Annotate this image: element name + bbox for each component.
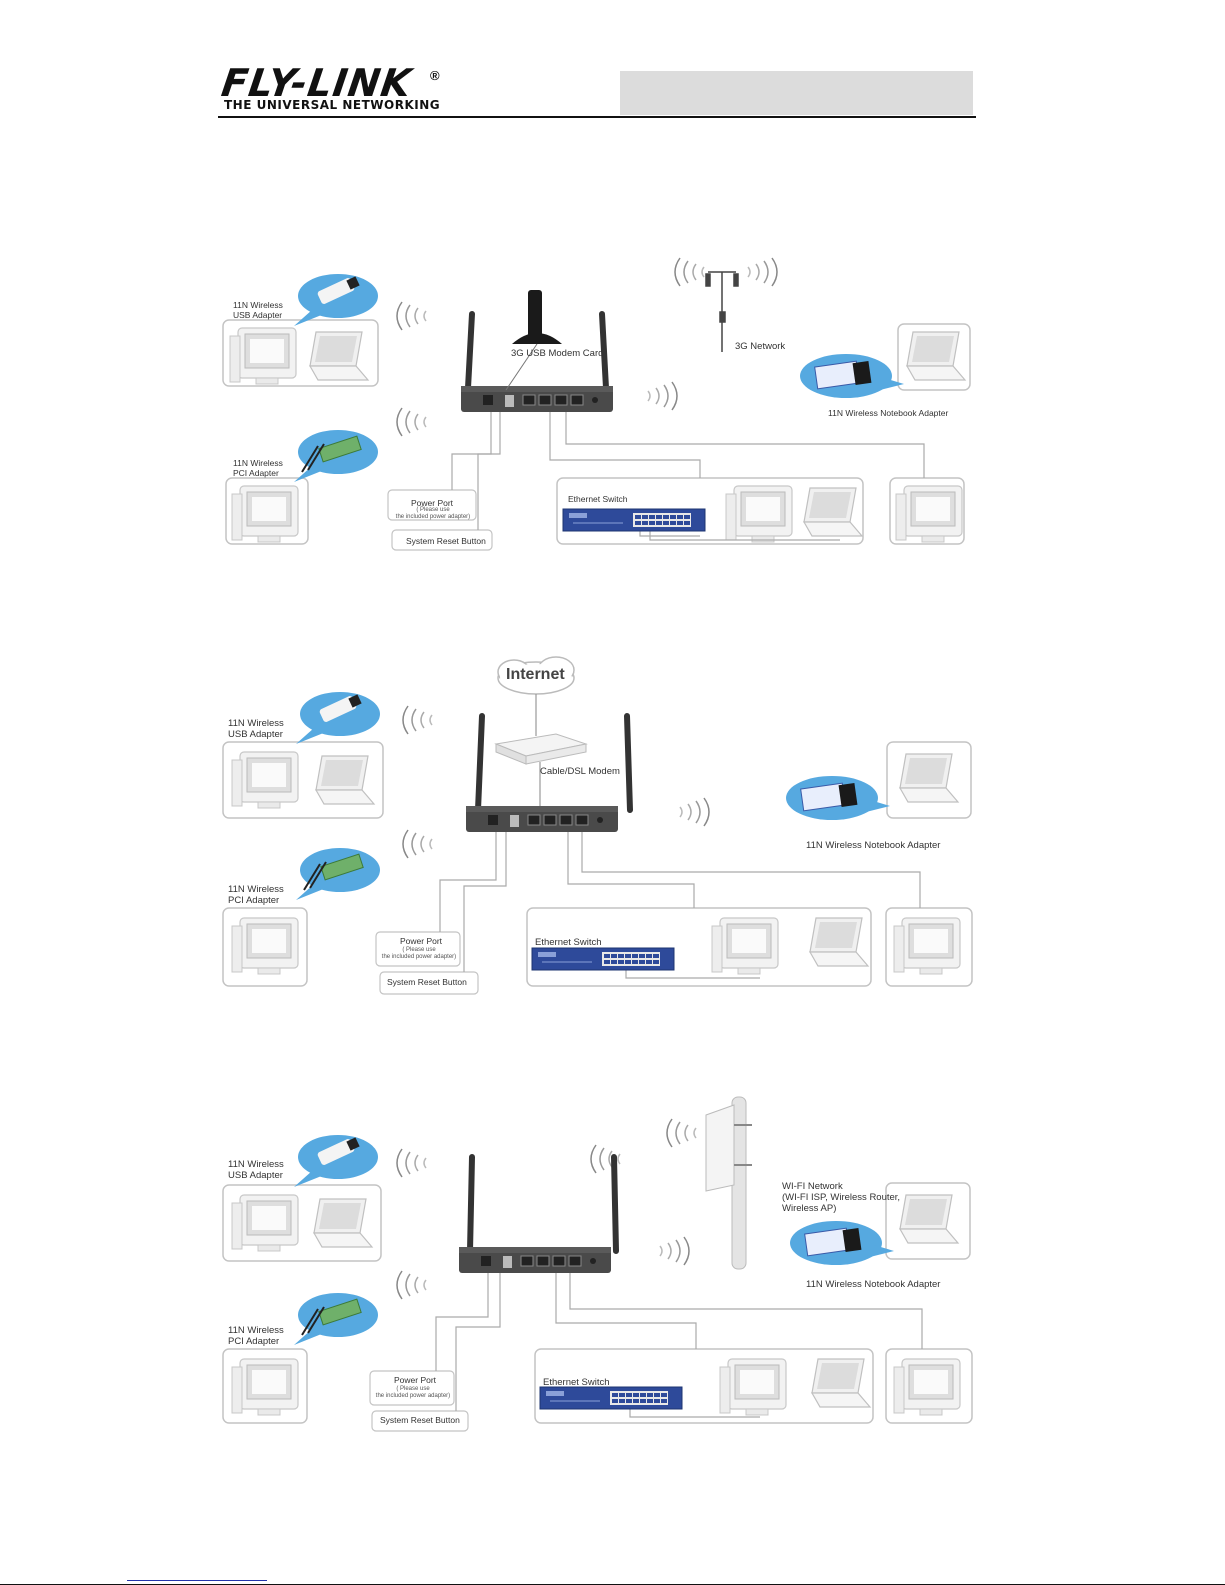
power-port-note: ( Please use the included power adapter) xyxy=(381,947,457,960)
power-port-label: Power Port xyxy=(400,936,443,946)
power-port-note: ( Please use the included power adapter) xyxy=(375,1386,451,1399)
router-icon xyxy=(460,385,614,413)
notebook-card-icon xyxy=(799,353,905,399)
diagram-cable-dsl: Internet 11N Wireless USB Adapter 11N Wi… xyxy=(0,650,1225,1010)
tower-icon xyxy=(705,1096,752,1270)
diagram-wifi-isp: 11N Wireless USB Adapter 11N Wireless PC… xyxy=(0,1095,1225,1440)
header-gray-box xyxy=(620,71,973,115)
pc-icon xyxy=(895,485,963,543)
router-icon xyxy=(458,1246,612,1274)
switch-label: Ethernet Switch xyxy=(543,1377,610,1388)
network-label: WI-FI Network (WI-FI ISP, Wireless Route… xyxy=(782,1181,901,1214)
modem-label: Cable/DSL Modem xyxy=(540,766,620,777)
usb-adapter-label: 11N Wireless USB Adapter xyxy=(233,300,283,320)
network-label: 3G Network xyxy=(735,341,786,352)
modem-icon xyxy=(494,733,588,765)
pci-adapter-label: 11N Wireless PCI Adapter xyxy=(228,884,284,906)
signal-waves-icon xyxy=(674,257,705,287)
signal-waves-icon xyxy=(647,381,678,411)
notebook-adapter-label: 11N Wireless Notebook Adapter xyxy=(806,1279,941,1290)
uplink-label: 3G USB Modem Card xyxy=(511,348,604,359)
usb-adapter-icon xyxy=(294,274,378,326)
reset-label: System Reset Button xyxy=(387,977,467,987)
reset-label: System Reset Button xyxy=(406,536,486,546)
diagram-3g: 11N Wireless USB Adapter 11N Wireless PC… xyxy=(0,240,1225,560)
signal-waves-icon xyxy=(747,257,778,287)
switch-label: Ethernet Switch xyxy=(535,937,602,948)
pci-adapter-label: 11N Wireless PCI Adapter xyxy=(228,1325,284,1347)
usb-adapter-label: 11N Wireless USB Adapter xyxy=(228,1159,284,1181)
power-port-label: Power Port xyxy=(411,498,454,508)
brand-tagline: THE UNIVERSAL NETWORKING xyxy=(224,98,441,112)
cloud-icon xyxy=(497,656,575,695)
diagram-3g-graphics xyxy=(222,257,971,551)
footer-link-underline xyxy=(127,1580,267,1581)
brand-logo: FLY-LINK ® THE UNIVERSAL NETWORKING xyxy=(218,61,452,112)
pc-icon xyxy=(231,485,299,543)
switch-label: Ethernet Switch xyxy=(568,494,628,504)
pc-icon xyxy=(229,327,297,385)
usb-adapter-label: 11N Wireless USB Adapter xyxy=(228,718,284,740)
switch-icon xyxy=(562,508,706,532)
signal-waves-icon xyxy=(396,301,427,331)
router-icon xyxy=(465,805,619,833)
notebook-adapter-label: 11N Wireless Notebook Adapter xyxy=(828,408,949,418)
power-port-note: ( Please use the included power adapter) xyxy=(395,507,471,520)
pci-adapter-icon xyxy=(293,429,379,483)
trademark-mark: ® xyxy=(430,68,440,83)
switch-icon xyxy=(531,947,675,971)
internet-label: Internet xyxy=(506,666,565,683)
diagram-wifi-isp-graphics xyxy=(222,1096,973,1432)
notebook-adapter-label: 11N Wireless Notebook Adapter xyxy=(806,840,941,851)
switch-icon xyxy=(539,1386,683,1410)
brand-name: FLY-LINK xyxy=(218,61,415,105)
signal-waves-icon xyxy=(396,407,427,437)
header-rule xyxy=(218,116,976,118)
pc-icon xyxy=(725,485,793,543)
power-port-label: Power Port xyxy=(394,1375,437,1385)
pci-adapter-label: 11N Wireless PCI Adapter xyxy=(233,458,283,478)
reset-label: System Reset Button xyxy=(380,1415,460,1425)
diagram-cable-dsl-graphics xyxy=(222,656,973,995)
power-port-box xyxy=(387,489,477,521)
tower-icon xyxy=(705,271,739,352)
reset-box xyxy=(391,529,493,551)
